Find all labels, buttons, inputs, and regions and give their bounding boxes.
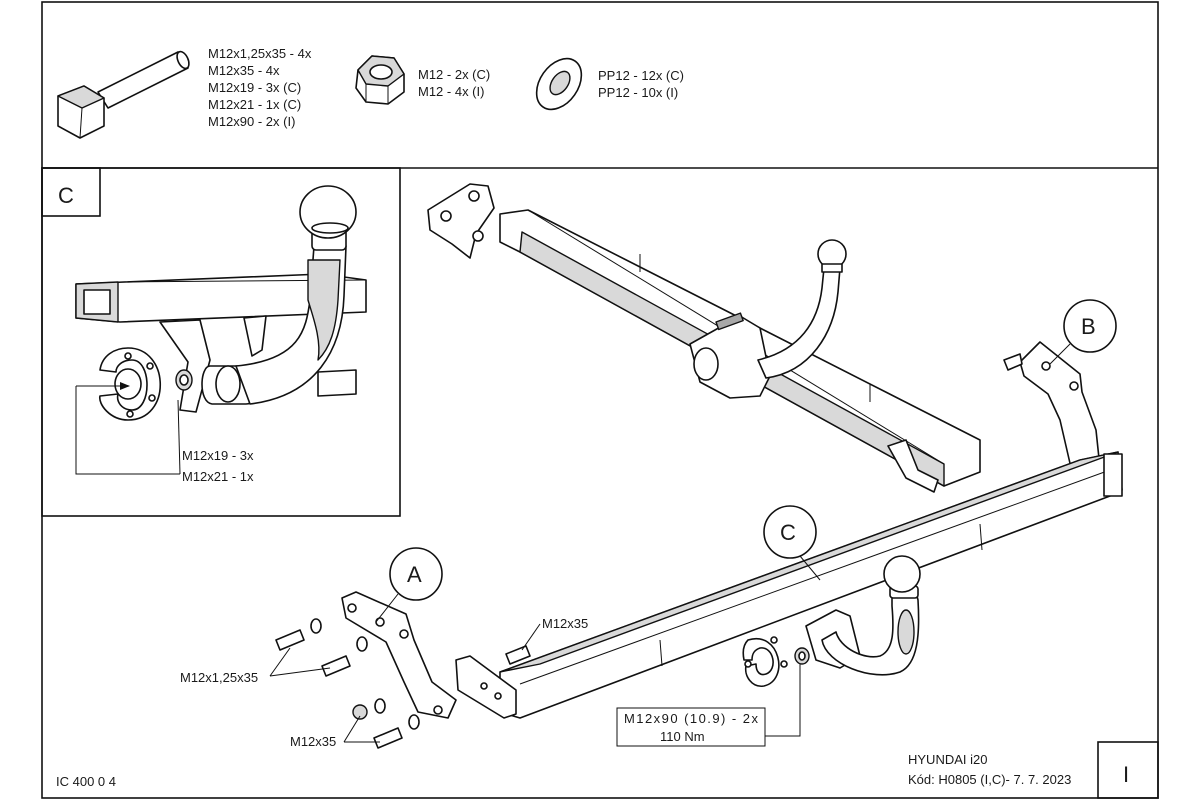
detail-c-border — [41, 167, 401, 517]
main-crossbar-top — [499, 451, 1119, 673]
upper-mount-plate — [427, 183, 495, 259]
crossbar-end-cap — [1103, 453, 1123, 497]
callout-m12x35-top: M12x35 — [542, 616, 588, 631]
upper-assembly-view — [427, 183, 981, 493]
title-block: IC 400 0 4 HYUNDAI i20 Kód: H0805 (I,C)-… — [56, 741, 1159, 799]
bolt-lower — [373, 727, 403, 749]
right-bracket-stud — [1003, 353, 1023, 371]
bolt-spec-line-4: M12x21 - 1x (C) — [208, 97, 301, 112]
callout-m12x125x35: M12x1,25x35 — [180, 670, 258, 685]
detail-c-letter: C — [58, 183, 74, 208]
svg-text:A: A — [407, 562, 422, 587]
right-mount-bracket — [1019, 341, 1101, 473]
callout-m12x35-bottom: M12x35 — [290, 734, 336, 749]
detail-leader-bracket — [75, 386, 180, 475]
torque-value: 110 Nm — [660, 729, 705, 744]
detail-arrow — [120, 382, 130, 390]
detail-c-letter-box — [41, 167, 101, 217]
detail-c-panel: C — [41, 167, 401, 517]
vehicle-name: HYUNDAI i20 — [908, 752, 987, 767]
washer-spec-line-2: PP12 - 10x (I) — [598, 85, 678, 100]
sheet-marker-box — [1097, 741, 1159, 799]
sheet-marker: I — [1123, 762, 1129, 787]
crossbar-stud — [505, 645, 531, 665]
washer-icon — [535, 57, 583, 111]
upper-arm — [757, 267, 841, 379]
torque-spec: M12x90 (10.9) - 2x — [624, 711, 759, 726]
rear-tube-stub — [317, 369, 357, 397]
bolt-upper — [275, 629, 305, 651]
socket-plate — [99, 347, 161, 421]
marker-c: C — [763, 505, 821, 581]
marker-a: A — [375, 547, 443, 623]
left-fasteners — [275, 618, 420, 749]
main-swan-neck-arm — [821, 591, 920, 676]
arm-highlight — [307, 259, 341, 361]
hitch-bracket-rear — [243, 315, 267, 357]
parts-list: M12x1,25x35 - 4x M12x35 - 4x M12x19 - 3x… — [57, 46, 684, 139]
tow-ball — [299, 185, 357, 251]
nut-spec-line-2: M12 - 4x (I) — [418, 84, 484, 99]
hitch-bracket — [159, 319, 211, 413]
drawing-code: IC 400 0 4 — [56, 774, 116, 789]
detail-callout-m12x21: M12x21 - 1x — [182, 469, 254, 484]
drawing-reference: Kód: H0805 (I,C)- 7. 7. 2023 — [908, 772, 1071, 787]
hex-nut-icon — [355, 55, 405, 105]
bolt-spec-line-3: M12x19 - 3x (C) — [208, 80, 301, 95]
nut-spec-line-1: M12 - 2x (C) — [418, 67, 490, 82]
main-assembly-view: A B C M12x35 M12x1,25x35 M12x35 M12x90 (… — [180, 299, 1123, 749]
hex-bolt-icon — [57, 50, 190, 139]
main-socket-plate — [742, 636, 788, 687]
bolt-spec-line-5: M12x90 - 2x (I) — [208, 114, 295, 129]
detail-callout-m12x19: M12x19 - 3x — [182, 448, 254, 463]
torque-callout: M12x90 (10.9) - 2x 110 Nm — [616, 664, 801, 747]
main-crossbar — [499, 451, 1123, 719]
svg-text:C: C — [780, 520, 796, 545]
upper-end-bracket — [887, 439, 939, 493]
washer-spec-line-1: PP12 - 12x (C) — [598, 68, 684, 83]
bolt-spec-line-2: M12x35 - 4x — [208, 63, 280, 78]
bolt-spec-line-1: M12x1,25x35 - 4x — [208, 46, 312, 61]
svg-text:B: B — [1081, 314, 1096, 339]
bolt-middle — [321, 655, 351, 677]
main-tow-ball — [883, 555, 921, 593]
detail-bolt — [175, 369, 193, 391]
marker-b: B — [1049, 299, 1117, 365]
left-mount-bracket — [341, 591, 457, 719]
main-nuts — [794, 647, 810, 665]
